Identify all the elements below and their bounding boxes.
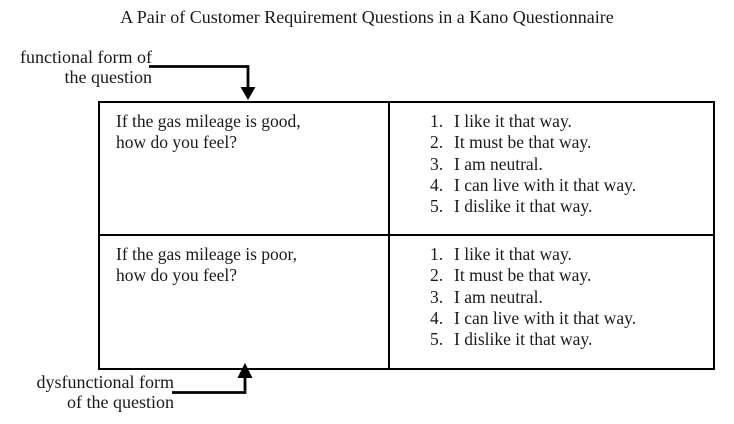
option-number: 3. xyxy=(430,286,444,307)
option-number: 1. xyxy=(430,111,444,131)
answer-option: 4. I can live with it that way. xyxy=(430,175,713,196)
question-line: If the gas mileage is good, xyxy=(116,111,301,131)
answer-option: 2. It must be that way. xyxy=(430,265,713,286)
functional-arrow xyxy=(149,65,256,100)
option-text: I like it that way. xyxy=(454,244,572,264)
answer-option: 1. I like it that way. xyxy=(430,111,713,132)
question-line: how do you feel? xyxy=(116,265,238,285)
answer-option: 1. I like it that way. xyxy=(430,244,713,265)
table-row-functional: If the gas mileage is good, how do you f… xyxy=(98,101,715,236)
kano-questionnaire-table: If the gas mileage is good, how do you f… xyxy=(98,101,715,370)
dysfunctional-answers-cell: 1. I like it that way. 2. It must be tha… xyxy=(388,234,715,370)
option-text: It must be that way. xyxy=(454,132,592,153)
option-number: 2. xyxy=(430,265,444,286)
dysfunctional-form-label-line1: dysfunctional form xyxy=(36,372,174,392)
figure-title: A Pair of Customer Requirement Questions… xyxy=(120,7,614,27)
option-text: I can live with it that way. xyxy=(454,307,637,328)
option-number: 2. xyxy=(430,132,444,153)
option-text: I like it that way. xyxy=(454,111,572,131)
functional-form-label-line2: the question xyxy=(64,67,153,87)
dysfunctional-form-label: dysfunctional form of the question xyxy=(6,372,174,412)
answer-option: 5. I dislike it that way. xyxy=(430,196,713,217)
option-number: 1. xyxy=(430,244,444,264)
option-text: I am neutral. xyxy=(454,153,543,174)
option-number: 5. xyxy=(430,196,444,217)
functional-form-label: functional form of the question xyxy=(10,47,152,87)
dysfunctional-question-cell: If the gas mileage is poor, how do you f… xyxy=(98,234,390,370)
answer-option: 3. I am neutral. xyxy=(430,287,713,308)
option-number: 5. xyxy=(430,329,444,350)
functional-question-cell: If the gas mileage is good, how do you f… xyxy=(98,101,390,236)
answer-option: 5. I dislike it that way. xyxy=(430,329,713,350)
option-text: I dislike it that way. xyxy=(454,196,593,217)
dysfunctional-form-label-line2: of the question xyxy=(67,392,174,412)
functional-form-label-line1: functional form of xyxy=(20,47,152,67)
option-number: 4. xyxy=(430,174,444,195)
option-number: 4. xyxy=(430,307,444,328)
functional-answers-cell: 1. I like it that way. 2. It must be tha… xyxy=(388,101,715,236)
option-text: It must be that way. xyxy=(454,265,592,286)
option-number: 3. xyxy=(430,153,444,174)
option-text: I am neutral. xyxy=(454,286,543,307)
question-line: how do you feel? xyxy=(116,132,238,152)
option-text: I dislike it that way. xyxy=(454,329,593,350)
option-text: I can live with it that way. xyxy=(454,174,637,195)
question-line: If the gas mileage is poor, xyxy=(116,244,298,264)
answer-option: 3. I am neutral. xyxy=(430,154,713,175)
answer-option: 4. I can live with it that way. xyxy=(430,308,713,329)
table-row-dysfunctional: If the gas mileage is poor, how do you f… xyxy=(98,234,715,370)
answer-option: 2. It must be that way. xyxy=(430,132,713,153)
